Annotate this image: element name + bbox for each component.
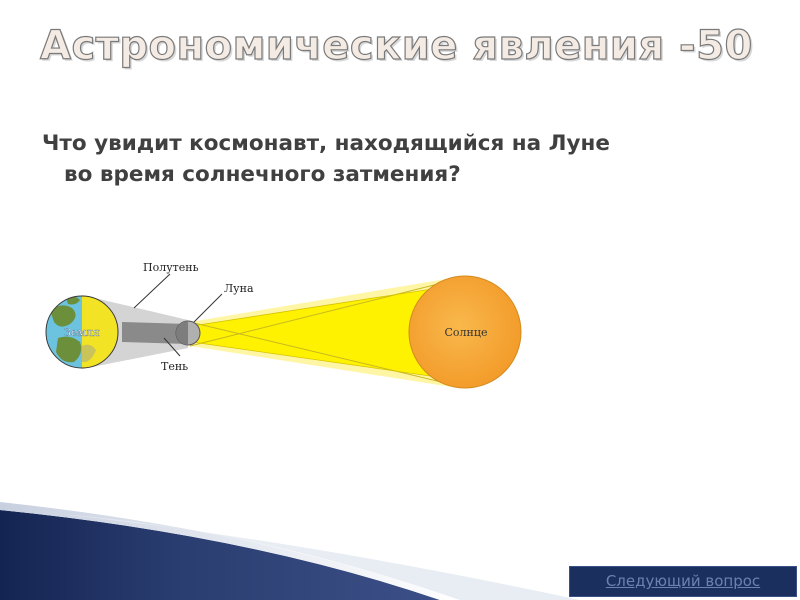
question-line-1: Что увидит космонавт, находящийся на Лун… [42,131,610,156]
shadow-leader [163,337,181,357]
earth-label: Земля [64,326,100,339]
ray-line-2 [189,321,459,387]
moon-label: Луна [224,282,254,295]
next-question-button[interactable]: Следующий вопрос [569,566,797,597]
ray-line-4 [191,341,459,381]
earth-outline [45,295,119,369]
eclipse-diagram: Солнце Земля Полутень Луна Тень [45,261,522,389]
umbra-cone [122,322,188,344]
slide-title: Астрономические явления -50 [39,22,753,69]
question-line-2: во время солнечного затмения? [64,162,461,187]
penumbra-leader [133,273,171,309]
shadow-label: Тень [161,360,188,373]
moon-leader [193,293,223,323]
question-text: Что увидит космонавт, находящийся на Лун… [42,128,782,190]
moon-dark-side [176,321,188,345]
decorative-swoosh [0,502,580,600]
sun-label: Солнце [445,326,488,339]
light-cone [192,285,458,380]
ray-line-3 [191,284,459,327]
ray-line-1 [189,278,459,347]
penumbra-label: Полутень [143,261,199,274]
sun [408,275,522,389]
